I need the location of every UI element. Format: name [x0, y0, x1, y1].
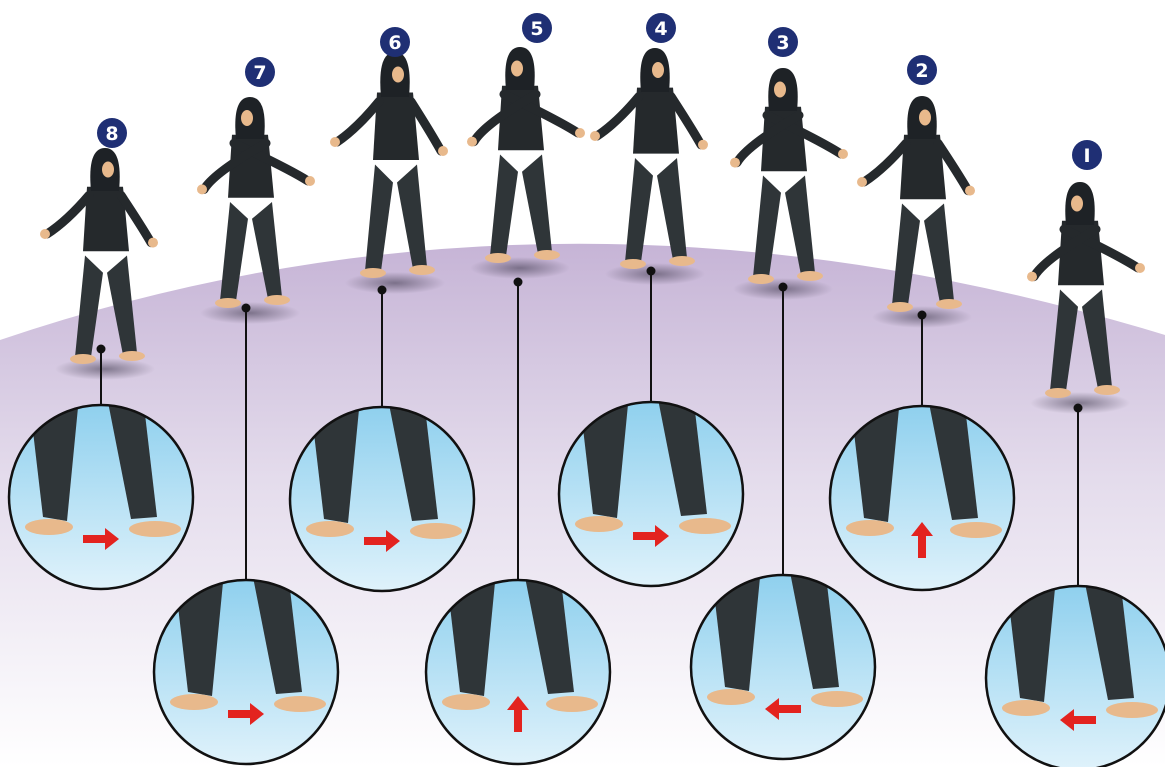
floor-shadow: [55, 358, 155, 380]
foot: [534, 250, 560, 260]
foot: [887, 302, 913, 312]
step-badge-1: I: [1072, 140, 1102, 170]
face: [774, 82, 786, 98]
foot: [215, 298, 241, 308]
step-badge-6: 6: [380, 27, 410, 57]
foot: [748, 274, 774, 284]
foot-closeup: [25, 519, 73, 535]
connector-dot: [647, 267, 656, 276]
step-badge-2: 2: [907, 55, 937, 85]
connector-dot: [779, 283, 788, 292]
face: [102, 162, 114, 178]
step-number: 6: [388, 32, 401, 54]
step-number: 3: [776, 32, 789, 54]
hand: [330, 137, 340, 147]
trouser-leg: [522, 155, 552, 255]
hand: [857, 177, 867, 187]
hand: [965, 186, 975, 196]
foot: [669, 256, 695, 266]
foot-closeup: [306, 521, 354, 537]
floor-shadow: [470, 257, 570, 279]
step-badge-3: 3: [768, 27, 798, 57]
foot: [264, 295, 290, 305]
hand: [40, 229, 50, 239]
arm: [597, 96, 639, 136]
hand: [438, 146, 448, 156]
foot: [360, 268, 386, 278]
face: [241, 110, 253, 126]
trouser-leg: [490, 155, 518, 257]
foot-closeup: [811, 691, 863, 707]
hand: [730, 158, 740, 168]
foot: [797, 271, 823, 281]
foot: [409, 265, 435, 275]
foot-closeup: [679, 518, 731, 534]
step-number: I: [1083, 145, 1090, 167]
connector-dot: [378, 286, 387, 295]
foot: [70, 354, 96, 364]
connector-dot: [97, 345, 106, 354]
arm: [864, 143, 906, 182]
foot-closeup: [129, 521, 181, 537]
hand: [148, 238, 158, 248]
floor-shadow: [345, 272, 445, 294]
step-badge-7: 7: [245, 57, 275, 87]
step-number: 5: [530, 18, 543, 40]
step-number: 2: [915, 60, 928, 82]
hand: [197, 184, 207, 194]
foot-closeup: [1002, 700, 1050, 716]
hand: [838, 149, 848, 159]
arm: [337, 102, 379, 143]
connector-dot: [1074, 404, 1083, 413]
floor-shadow: [605, 263, 705, 285]
foot-closeup: [274, 696, 326, 712]
hand: [575, 128, 585, 138]
hand: [467, 137, 477, 147]
foot: [119, 351, 145, 361]
foot: [620, 259, 646, 269]
step-badge-8: 8: [97, 118, 127, 148]
step-number: 4: [654, 18, 667, 40]
trouser-leg: [657, 158, 687, 260]
face: [919, 110, 931, 126]
face: [511, 61, 523, 77]
connector-dot: [242, 304, 251, 313]
foot-closeup: [410, 523, 462, 539]
foot-closeup: [170, 694, 218, 710]
foot-closeup: [546, 696, 598, 712]
step-number: 8: [105, 123, 118, 145]
face: [392, 67, 404, 83]
hand: [1135, 263, 1145, 273]
floor-shadow: [200, 302, 300, 324]
hand: [305, 176, 315, 186]
face: [652, 62, 664, 78]
step-badge-5: 5: [522, 13, 552, 43]
foot-closeup: [575, 516, 623, 532]
step-number: 7: [253, 62, 266, 84]
face: [1071, 196, 1083, 212]
connector-dot: [514, 278, 523, 287]
foot-closeup: [950, 522, 1002, 538]
foot: [936, 299, 962, 309]
connector-dot: [918, 311, 927, 320]
foot: [485, 253, 511, 263]
arm: [47, 195, 89, 234]
foot-closeup: [846, 520, 894, 536]
foot-closeup: [1106, 702, 1158, 718]
hand: [698, 140, 708, 150]
hand: [1027, 272, 1037, 282]
hand: [590, 131, 600, 141]
step-badge-4: 4: [646, 13, 676, 43]
foot: [1094, 385, 1120, 395]
foot: [1045, 388, 1071, 398]
foot-closeup: [707, 689, 755, 705]
foot-closeup: [442, 694, 490, 710]
